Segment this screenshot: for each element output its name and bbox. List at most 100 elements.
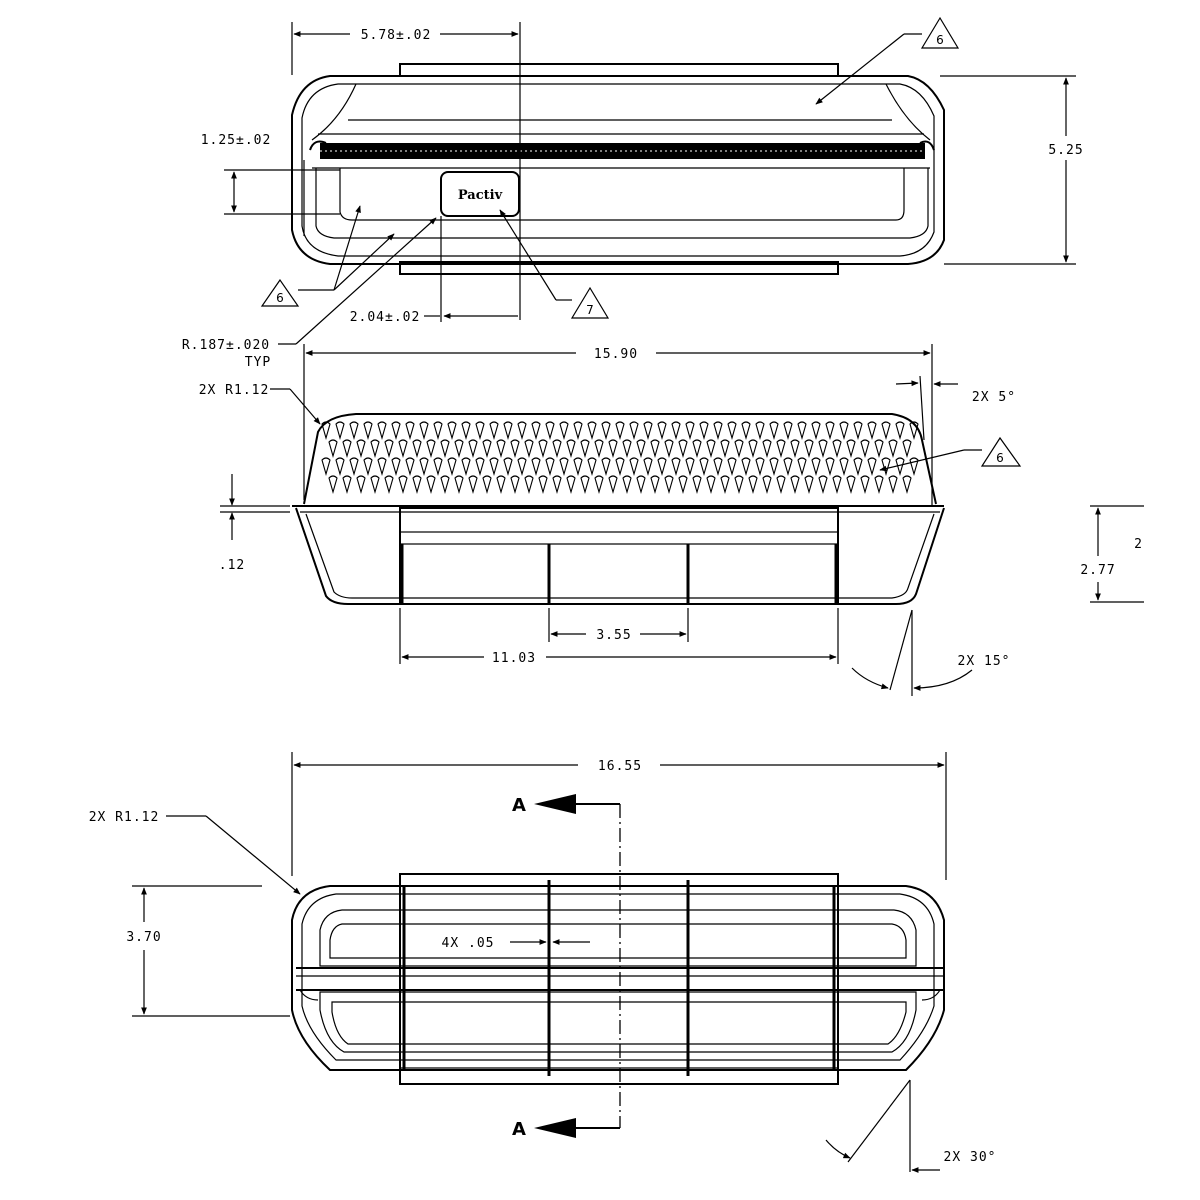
bump bbox=[874, 439, 884, 459]
dim-lid-radius: 2X R1.12 bbox=[199, 383, 270, 398]
bump bbox=[538, 475, 548, 495]
bump bbox=[363, 457, 373, 477]
flag-6-front: 6 bbox=[996, 451, 1004, 465]
bump bbox=[447, 421, 457, 441]
bump bbox=[657, 457, 667, 477]
bump bbox=[412, 439, 422, 459]
bump bbox=[587, 457, 597, 477]
bump bbox=[349, 421, 359, 441]
bump bbox=[776, 475, 786, 495]
bump bbox=[783, 421, 793, 441]
bump bbox=[405, 421, 415, 441]
bump bbox=[517, 457, 527, 477]
bump bbox=[650, 439, 660, 459]
dim-front-height: 2.77 bbox=[1080, 563, 1115, 578]
bump bbox=[566, 475, 576, 495]
bump bbox=[475, 421, 485, 441]
bump bbox=[384, 439, 394, 459]
bump bbox=[601, 421, 611, 441]
bump bbox=[755, 421, 765, 441]
bump bbox=[741, 421, 751, 441]
bump bbox=[580, 475, 590, 495]
bump bbox=[622, 439, 632, 459]
bump bbox=[391, 457, 401, 477]
bump bbox=[524, 475, 534, 495]
bump bbox=[678, 475, 688, 495]
bump bbox=[384, 475, 394, 495]
bump bbox=[811, 457, 821, 477]
bump bbox=[797, 421, 807, 441]
bump bbox=[734, 475, 744, 495]
bump bbox=[895, 457, 905, 477]
flag-7: 7 bbox=[586, 303, 594, 317]
bump bbox=[573, 457, 583, 477]
bump bbox=[363, 421, 373, 441]
top-view: Pactiv 5.78±.02 5.25 1.25±.02 2.04±.02 R… bbox=[182, 16, 1083, 370]
bump bbox=[825, 457, 835, 477]
bump bbox=[601, 457, 611, 477]
bump bbox=[447, 457, 457, 477]
bump bbox=[594, 475, 604, 495]
bump bbox=[538, 439, 548, 459]
bump bbox=[503, 457, 513, 477]
bump bbox=[888, 475, 898, 495]
dim-radius: R.187±.020 bbox=[182, 338, 270, 353]
flag-6-left: 6 bbox=[276, 291, 284, 305]
dim-rib-width: 4X .05 bbox=[442, 936, 495, 951]
bump bbox=[874, 475, 884, 495]
bump bbox=[391, 421, 401, 441]
bump bbox=[685, 457, 695, 477]
bump bbox=[818, 439, 828, 459]
logo-text: Pactiv bbox=[458, 188, 503, 203]
bump bbox=[636, 475, 646, 495]
bump bbox=[496, 439, 506, 459]
dim-inner-length: 11.03 bbox=[492, 651, 536, 666]
bump bbox=[818, 475, 828, 495]
bump bbox=[636, 439, 646, 459]
bump bbox=[475, 457, 485, 477]
bump bbox=[440, 439, 450, 459]
bump bbox=[552, 439, 562, 459]
bump bbox=[615, 457, 625, 477]
bump bbox=[713, 421, 723, 441]
bump bbox=[566, 439, 576, 459]
bump bbox=[454, 475, 464, 495]
bump bbox=[342, 439, 352, 459]
bump bbox=[664, 475, 674, 495]
bump bbox=[377, 457, 387, 477]
bump bbox=[762, 439, 772, 459]
bump bbox=[629, 421, 639, 441]
bump bbox=[657, 421, 667, 441]
bump bbox=[650, 475, 660, 495]
bump bbox=[881, 421, 891, 441]
bottom-view: A A 16.55 2X R1.12 3.70 4X .05 2X 30° bbox=[89, 752, 995, 1173]
bump bbox=[510, 439, 520, 459]
bump bbox=[489, 421, 499, 441]
bump bbox=[643, 457, 653, 477]
bump bbox=[748, 439, 758, 459]
bump bbox=[622, 475, 632, 495]
dim-rim: .12 bbox=[219, 558, 245, 573]
bump bbox=[615, 421, 625, 441]
bump bbox=[559, 457, 569, 477]
bump bbox=[328, 439, 338, 459]
bump bbox=[503, 421, 513, 441]
bump bbox=[755, 457, 765, 477]
bump bbox=[804, 475, 814, 495]
bump bbox=[846, 475, 856, 495]
bump bbox=[370, 439, 380, 459]
bump bbox=[671, 421, 681, 441]
bump bbox=[468, 439, 478, 459]
bump bbox=[426, 475, 436, 495]
bump bbox=[881, 457, 891, 477]
bump bbox=[517, 421, 527, 441]
dim-width-offset: 5.78±.02 bbox=[361, 28, 432, 43]
bump bbox=[769, 421, 779, 441]
bump bbox=[454, 439, 464, 459]
bump bbox=[860, 475, 870, 495]
bump bbox=[839, 457, 849, 477]
bump bbox=[685, 421, 695, 441]
bump bbox=[860, 439, 870, 459]
bump bbox=[531, 421, 541, 441]
